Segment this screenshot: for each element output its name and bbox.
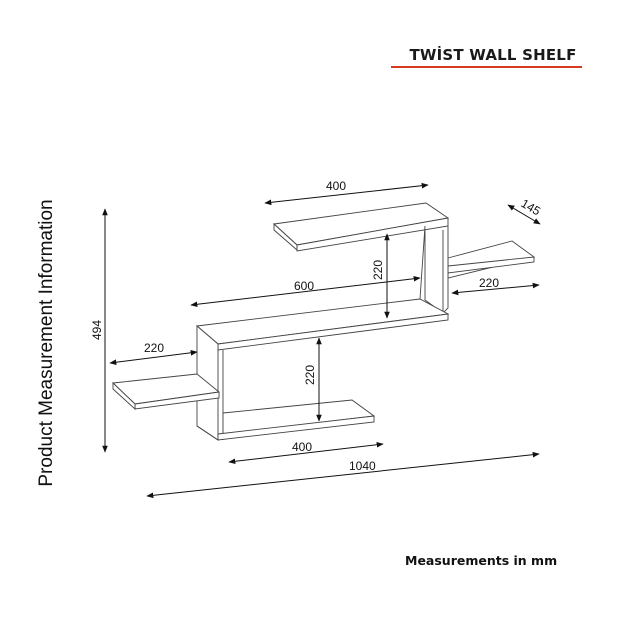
dim-middle-shelf-width: 600 — [294, 279, 314, 293]
dim-bottom-shelf-width: 400 — [292, 440, 312, 454]
dim-top-shelf-width: 400 — [326, 179, 346, 193]
dimension-lines — [102, 182, 541, 499]
dim-left-shelf-width: 220 — [144, 341, 164, 355]
shelf-drawing — [111, 202, 536, 441]
dim-total-height: 494 — [90, 320, 104, 340]
dim-total-width: 1040 — [349, 459, 376, 473]
units-note: Measurements in mm — [405, 553, 558, 568]
dim-depth: 145 — [519, 196, 544, 218]
dim-right-shelf-width: 220 — [479, 276, 499, 290]
dim-upper-height: 220 — [371, 260, 385, 280]
dim-lower-height: 220 — [303, 365, 317, 385]
product-title: TWİST WALL SHELF — [409, 46, 577, 64]
title-underline — [391, 66, 582, 68]
